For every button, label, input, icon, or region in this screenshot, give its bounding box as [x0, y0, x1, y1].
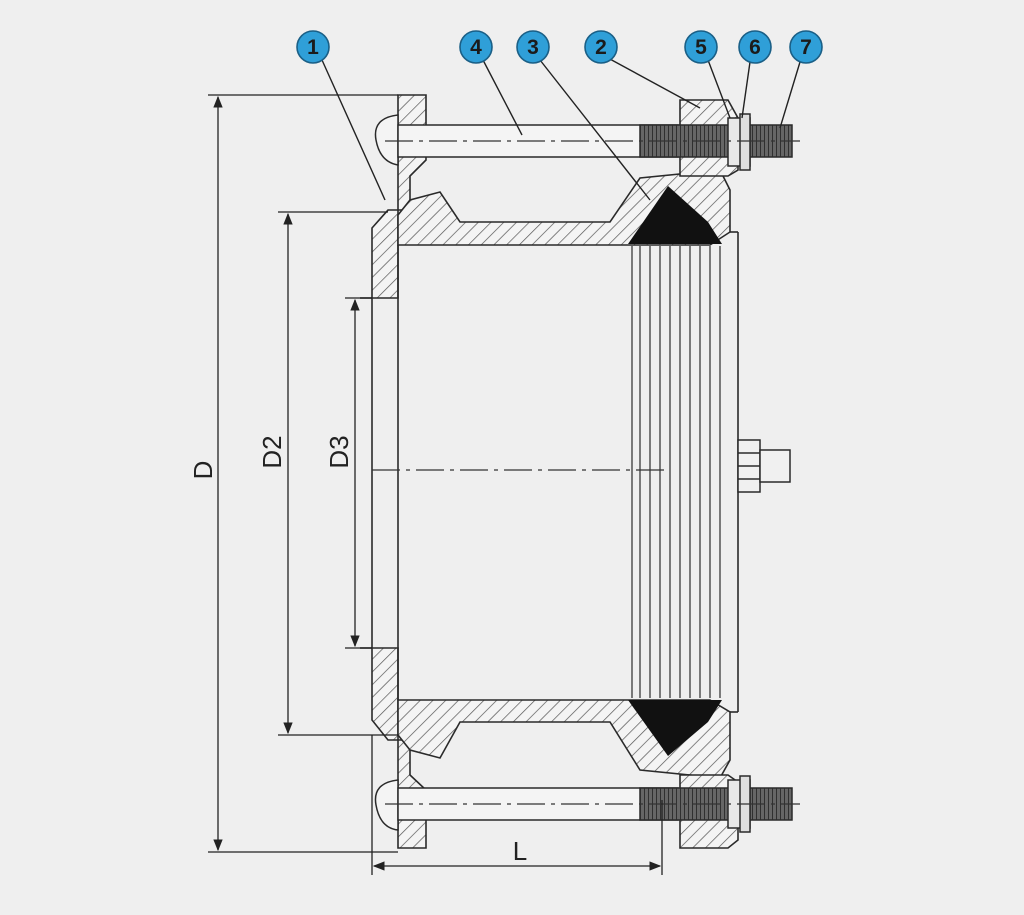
callout-3: 3 [516, 30, 550, 64]
leader-1 [321, 59, 386, 201]
upper-bolt-head [374, 114, 399, 166]
callout-7-bubble [789, 30, 823, 64]
gasket-lower [628, 700, 722, 756]
callout-6-label: 6 [749, 36, 761, 59]
test-plug [737, 439, 791, 493]
dim-d-label: D [188, 461, 218, 480]
callout-3-label: 3 [527, 36, 539, 59]
gasket-upper [628, 186, 722, 244]
leader-4 [482, 59, 523, 136]
callout-5-bubble [684, 30, 718, 64]
dim-d3-label: D3 [324, 435, 354, 468]
leader-6 [741, 61, 751, 119]
callout-5: 5 [684, 30, 718, 64]
callout-4-label: 4 [470, 36, 482, 59]
leader-7 [779, 61, 801, 129]
callout-3-bubble [516, 30, 550, 64]
callout-2-label: 2 [595, 36, 607, 59]
callout-6: 6 [738, 30, 772, 64]
center-lines [372, 140, 800, 805]
callout-7-label: 7 [800, 36, 812, 59]
dimension-lines [208, 94, 663, 875]
leader-5 [707, 59, 731, 119]
upper-bolt [374, 113, 793, 171]
callout-1-bubble [296, 30, 330, 64]
callout-5-label: 5 [695, 36, 707, 59]
bore-outline [360, 231, 739, 713]
callout-1-label: 1 [307, 36, 319, 59]
callout-4: 4 [459, 30, 493, 64]
dim-l-label: L [513, 836, 527, 866]
callout-4-bubble [459, 30, 493, 64]
leader-3 [539, 59, 651, 201]
dim-d2-label: D2 [257, 435, 287, 468]
callout-2-bubble [584, 30, 618, 64]
callout-6-bubble [738, 30, 772, 64]
callout-2: 2 [584, 30, 618, 64]
callout-1: 1 [296, 30, 330, 64]
callout-7: 7 [789, 30, 823, 64]
upper-washer [739, 113, 751, 171]
leader-2 [607, 57, 701, 109]
leader-lines [321, 57, 801, 201]
callouts: 1 4 3 2 5 6 7 [296, 30, 823, 64]
lower-bolt-head [374, 779, 399, 831]
pipe-ribs [631, 246, 721, 698]
